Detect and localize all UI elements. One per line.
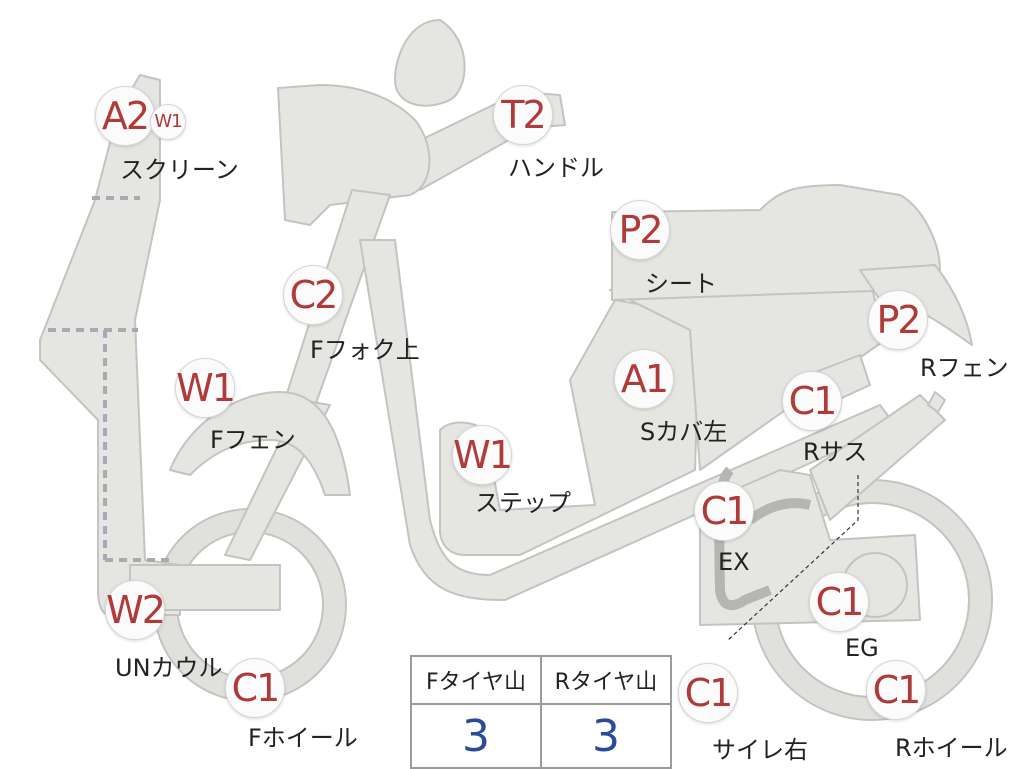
label-seat: シート [645, 270, 717, 298]
marker-w1-badge: W1 [452, 425, 513, 485]
rear-tire-tread-value: 3 [540, 703, 672, 769]
marker-t2-badge: T2 [493, 85, 553, 145]
label-handle: ハンドル [508, 154, 604, 182]
front-tire-tread-header: Fタイヤ山 [410, 655, 542, 705]
label-front-fork-upper: Fフォク上 [310, 336, 420, 364]
seat-shape [611, 184, 941, 301]
front-cowl-shape [39, 74, 181, 616]
marker-w2-badge: W2 [105, 580, 166, 640]
marker-w1-badge: W1 [175, 358, 236, 418]
label-engine: EG [845, 634, 879, 662]
label-under-cowl: UNカウル [115, 654, 223, 682]
label-screen: スクリーン [120, 156, 239, 184]
mirror-shape [394, 19, 466, 107]
label-side-cover-left: Sカバ左 [640, 418, 728, 446]
muffler-shape [809, 394, 946, 521]
rear-tire-tread-header: Rタイヤ山 [540, 655, 672, 705]
label-rear-suspension: Rサス [803, 438, 868, 466]
marker-c1-badge: C1 [678, 663, 738, 723]
marker-c1-badge: C1 [866, 660, 926, 720]
label-silencer-right: サイレ右 [712, 736, 808, 764]
marker-p2-badge: P2 [868, 290, 928, 350]
marker-c2-badge: C2 [283, 265, 343, 325]
marker-c1-badge: C1 [809, 572, 869, 632]
marker-c1-badge: C1 [225, 658, 285, 718]
label-exhaust: EX [718, 548, 750, 576]
marker-a1-badge: A1 [614, 349, 674, 409]
label-front-fender: Fフェン [210, 426, 296, 454]
marker-p2-badge: P2 [610, 200, 670, 260]
marker-c1-badge: C1 [694, 481, 754, 541]
label-front-wheel: Fホイール [248, 724, 358, 752]
label-rear-fender: Rフェン [920, 354, 1009, 382]
marker-a2-badge: A2 [95, 86, 155, 146]
marker-w1-badge: W1 [150, 104, 186, 140]
headlight-shape [277, 84, 431, 226]
tire-tread-table: Fタイヤ山 Rタイヤ山 3 3 [410, 655, 672, 769]
front-fender-shape [169, 391, 351, 496]
front-tire-tread-value: 3 [410, 703, 542, 769]
marker-c1-badge: C1 [782, 371, 842, 431]
label-step: ステップ [475, 489, 571, 517]
label-rear-wheel: Rホイール [895, 734, 1008, 762]
